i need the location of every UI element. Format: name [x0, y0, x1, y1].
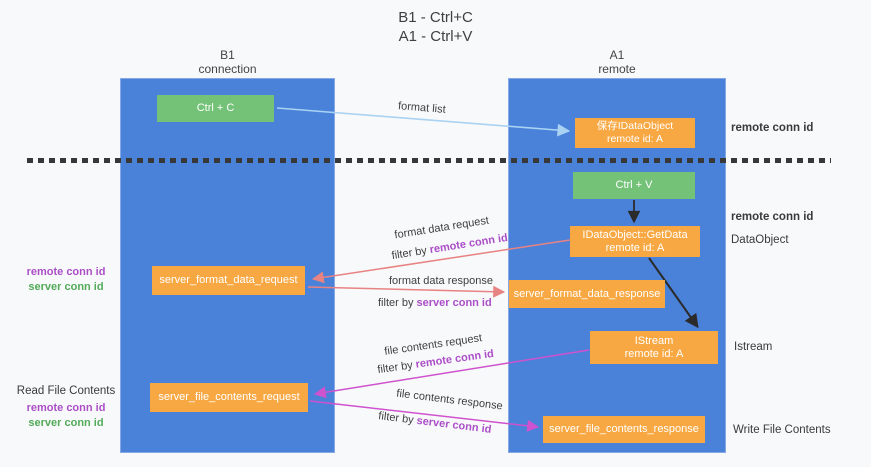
- node-server-format-data-request: server_format_data_request: [152, 266, 305, 295]
- annotation-filter-server-1: filter by server conn id: [378, 297, 492, 309]
- label-group-file-ids: Read File Contents remote conn id server…: [10, 384, 122, 431]
- label-left-server-conn-id: server conn id: [28, 281, 104, 293]
- node-format-request-label: server_format_data_request: [159, 274, 298, 286]
- node-save-idataobject-line1: 保存IDataObject: [596, 120, 674, 132]
- node-ctrl-c: Ctrl + C: [157, 95, 274, 122]
- lane-header-b1: B1 connection: [120, 48, 335, 76]
- node-save-idataobject: 保存IDataObject remote id: A: [575, 118, 695, 148]
- label-remote-conn-id-mid: remote conn id: [731, 211, 814, 223]
- label-left-server-conn-id-2: server conn id: [28, 417, 104, 429]
- node-ctrl-v-label: Ctrl + V: [615, 179, 653, 191]
- server-conn-id-highlight: server conn id: [416, 297, 492, 309]
- label-dataobject: DataObject: [731, 234, 789, 246]
- node-ctrl-c-label: Ctrl + C: [196, 102, 235, 114]
- server-conn-id-highlight: server conn id: [415, 414, 493, 436]
- node-server-file-contents-response: server_file_contents_response: [543, 416, 705, 443]
- lane-header-a1: A1 remote: [508, 48, 726, 76]
- node-istream-line2: remote id: A: [624, 347, 684, 360]
- lane-b1-subtitle: connection: [198, 62, 257, 76]
- label-write-file-contents: Write File Contents: [733, 424, 831, 436]
- node-getdata-line1: IDataObject::GetData: [582, 228, 688, 241]
- node-idataobject-getdata: IDataObject::GetData remote id: A: [570, 226, 700, 257]
- node-save-idataobject-line2: remote id: A: [606, 133, 664, 145]
- node-istream-line1: IStream: [634, 334, 674, 347]
- label-remote-conn-id-top: remote conn id: [731, 122, 814, 134]
- lane-a1-subtitle: remote: [598, 62, 636, 76]
- node-file-response-label: server_file_contents_response: [549, 423, 699, 435]
- annotation-filter-server-2: filter by server conn id: [377, 410, 493, 436]
- annotation-file-contents-response: file contents response: [395, 387, 504, 413]
- annotation-format-list: format list: [397, 100, 447, 116]
- diagram-title: B1 - Ctrl+C A1 - Ctrl+V: [0, 8, 871, 46]
- arrow-format-data-response: [307, 285, 506, 298]
- label-left-remote-conn-id-2: remote conn id: [26, 402, 106, 414]
- remote-conn-id-highlight: remote conn id: [428, 231, 509, 257]
- node-file-request-label: server_file_contents_request: [158, 391, 300, 403]
- node-getdata-line2: remote id: A: [605, 241, 665, 254]
- title-line-1: B1 - Ctrl+C: [398, 9, 473, 26]
- lane-a1-name: A1: [609, 48, 625, 62]
- node-ctrl-v: Ctrl + V: [573, 172, 695, 199]
- lane-b1-name: B1: [220, 48, 235, 62]
- session-separator-dashed-line: [27, 158, 831, 163]
- title-line-2: A1 - Ctrl+V: [398, 28, 473, 45]
- annotation-format-data-response: format data response: [389, 275, 493, 287]
- node-server-file-contents-request: server_file_contents_request: [150, 383, 308, 412]
- label-group-format-ids: remote conn id server conn id: [10, 265, 122, 295]
- label-left-remote-conn-id: remote conn id: [26, 266, 106, 278]
- node-format-response-label: server_format_data_response: [513, 287, 661, 300]
- label-istream: Istream: [734, 341, 773, 353]
- node-server-format-data-response: server_format_data_response: [509, 280, 665, 308]
- node-istream: IStream remote id: A: [590, 331, 718, 364]
- label-read-file-contents: Read File Contents: [16, 385, 116, 397]
